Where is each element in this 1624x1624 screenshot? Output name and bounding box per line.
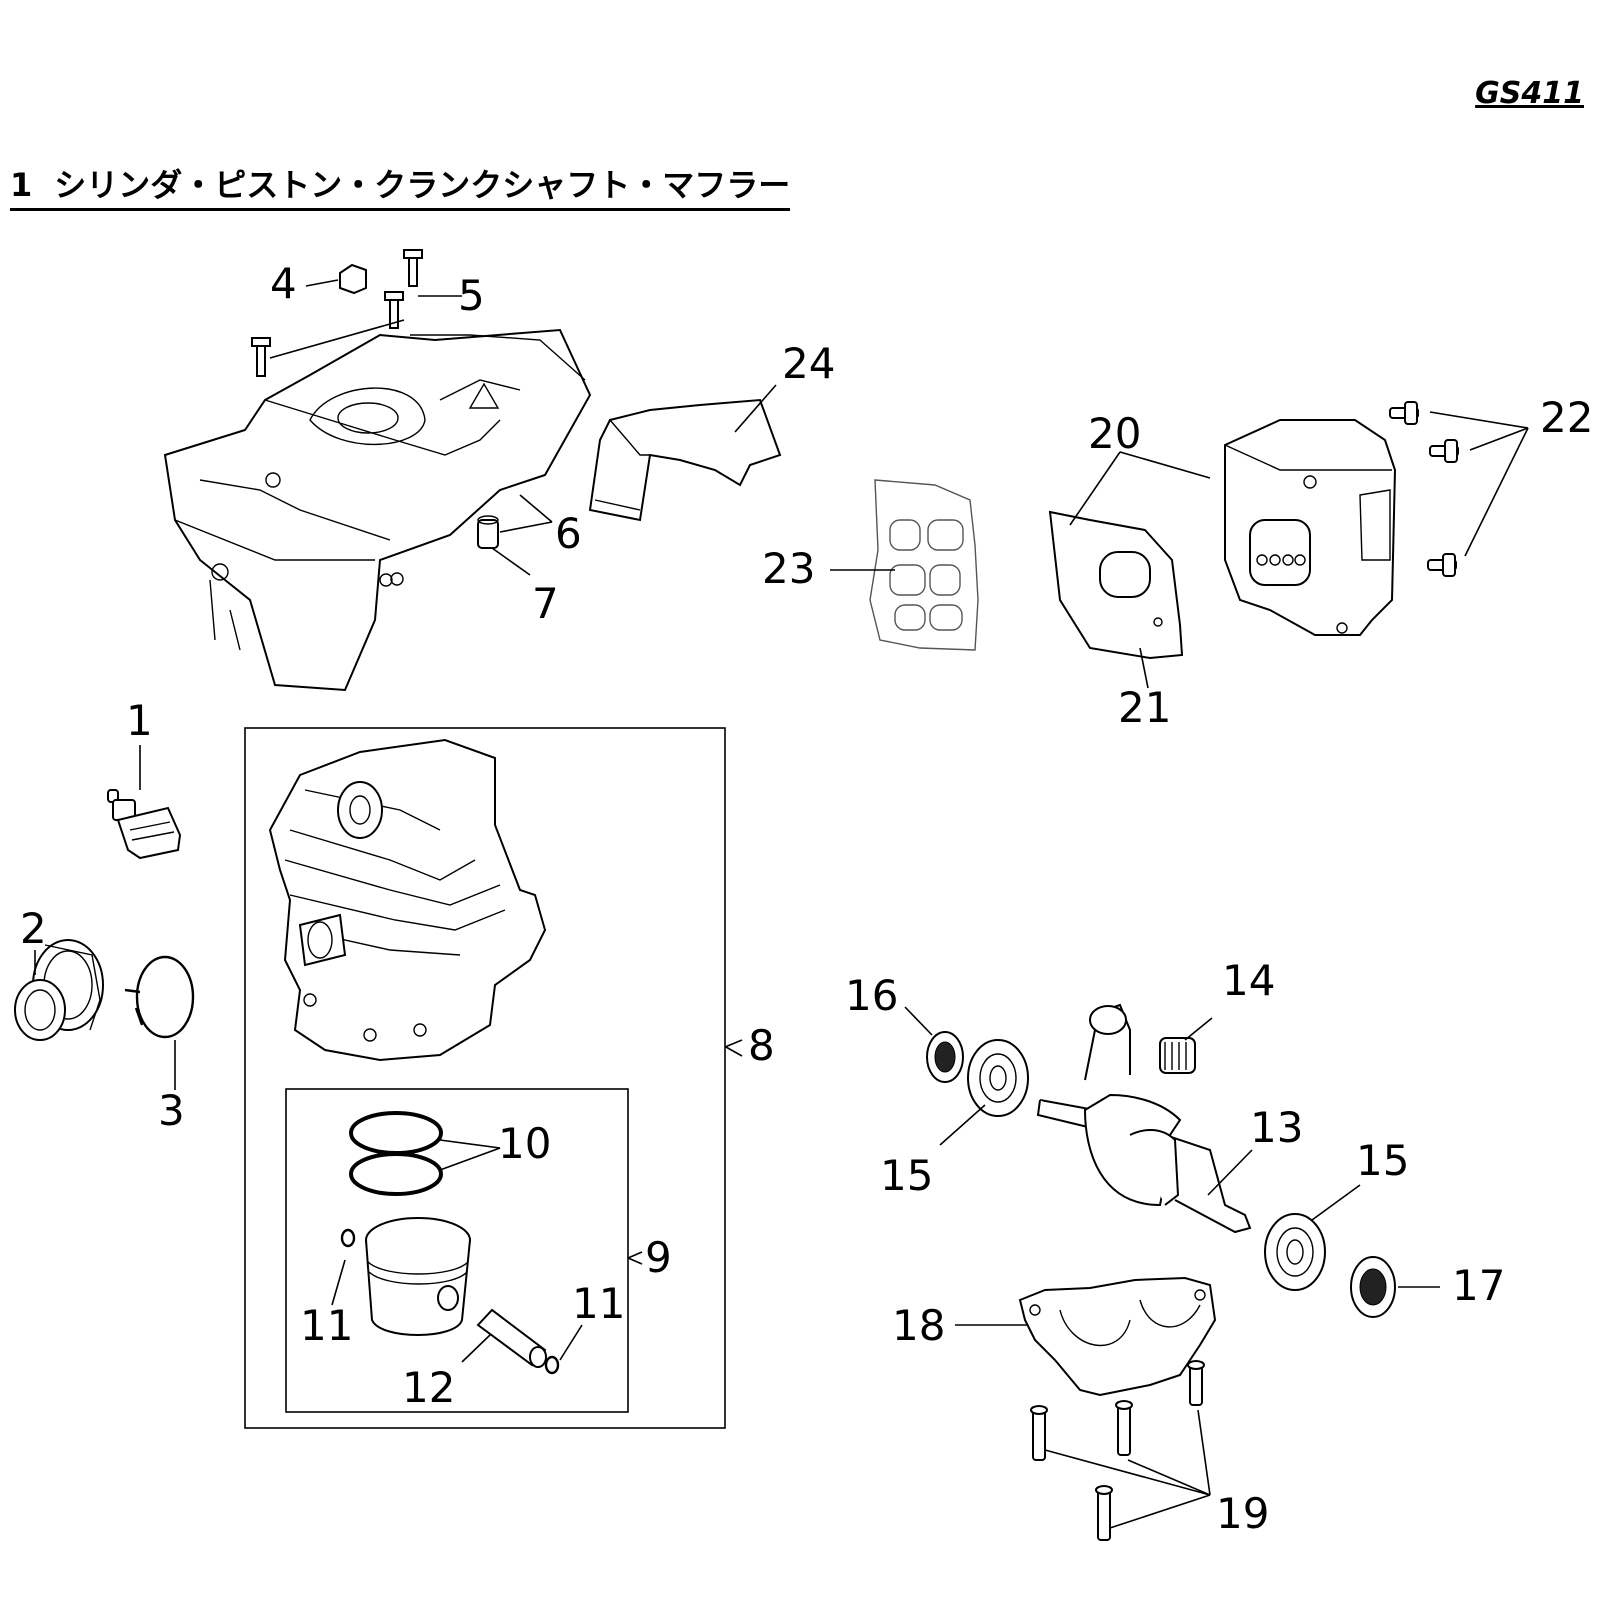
muffler-bolt-part-c[interactable]: [1427, 553, 1457, 577]
callout-3: 3: [158, 1086, 185, 1135]
crankshaft-part[interactable]: [1036, 1003, 1252, 1234]
callout-12: 12: [402, 1363, 455, 1412]
muffler-gasket-part[interactable]: [1048, 510, 1184, 660]
callout-7: 7: [532, 579, 559, 628]
callout-5: 5: [458, 271, 485, 320]
callout-20: 20: [1088, 409, 1141, 458]
callout-13: 13: [1250, 1103, 1303, 1152]
callout-6: 6: [555, 509, 582, 558]
intake-manifold-part[interactable]: [14, 939, 104, 1041]
callout-18: 18: [892, 1301, 945, 1350]
callout-22: 22: [1540, 393, 1593, 442]
callout-9: 9: [645, 1233, 672, 1282]
top-cover-part[interactable]: [163, 328, 592, 692]
screw-part-a[interactable]: [403, 249, 423, 287]
ball-bearing-part-left[interactable]: [967, 1039, 1029, 1117]
callout-11-right: 11: [572, 1279, 625, 1328]
callout-17: 17: [1452, 1261, 1505, 1310]
callout-2: 2: [20, 904, 47, 953]
spark-plug-part[interactable]: [107, 789, 182, 860]
bushing-part[interactable]: [477, 515, 499, 549]
callout-19: 19: [1216, 1489, 1269, 1538]
model-number: GS411: [1475, 76, 1584, 111]
bolt-part-d[interactable]: [1095, 1485, 1113, 1541]
callout-8: 8: [748, 1021, 775, 1070]
callout-14: 14: [1222, 956, 1275, 1005]
piston-rings-part[interactable]: [349, 1111, 443, 1196]
section-title-text: シリンダ・ピストン・クランクシャフト・マフラー: [54, 166, 791, 204]
cylinder-part[interactable]: [268, 738, 547, 1062]
needle-bearing-part[interactable]: [1159, 1037, 1196, 1074]
piston-part[interactable]: [365, 1217, 471, 1336]
piston-pin-part[interactable]: [476, 1308, 547, 1368]
heat-shield-gasket-part[interactable]: [869, 479, 979, 651]
circlip-part-a[interactable]: [340, 1228, 356, 1248]
heat-deflector-part[interactable]: [588, 398, 782, 522]
callout-11-left: 11: [300, 1301, 353, 1350]
section-title: 1 シリンダ・ピストン・クランクシャフト・マフラー: [10, 160, 791, 211]
callout-4: 4: [270, 259, 297, 308]
leader-lines: [34, 279, 1529, 1529]
callout-1: 1: [126, 696, 153, 745]
clip-part[interactable]: [339, 263, 367, 295]
bolt-part-c[interactable]: [1115, 1400, 1133, 1456]
muffler-part[interactable]: [1224, 419, 1397, 636]
cylinder-assembly-frame: [244, 727, 726, 1429]
callout-23: 23: [762, 544, 815, 593]
muffler-bolt-part-b[interactable]: [1429, 439, 1459, 463]
oil-seal-part-left[interactable]: [926, 1031, 964, 1083]
callout-10: 10: [498, 1119, 551, 1168]
callout-21: 21: [1118, 683, 1171, 732]
bolt-part-a[interactable]: [1187, 1360, 1205, 1406]
callout-15-right: 15: [1356, 1136, 1409, 1185]
ball-bearing-part-right[interactable]: [1264, 1213, 1326, 1291]
crankcase-half-part[interactable]: [1018, 1276, 1217, 1397]
muffler-bolt-part-a[interactable]: [1389, 401, 1419, 425]
oil-seal-part-right[interactable]: [1350, 1256, 1396, 1318]
callout-24: 24: [782, 339, 835, 388]
circlip-part-b[interactable]: [544, 1355, 560, 1375]
screw-part-b[interactable]: [384, 291, 404, 329]
screw-part-c[interactable]: [251, 337, 271, 377]
callout-16: 16: [845, 971, 898, 1020]
section-number: 1: [10, 166, 33, 204]
bolt-part-b[interactable]: [1030, 1405, 1048, 1461]
hose-clamp-part[interactable]: [124, 955, 195, 1039]
piston-kit-frame: [285, 1088, 629, 1413]
callout-15-left: 15: [880, 1151, 933, 1200]
